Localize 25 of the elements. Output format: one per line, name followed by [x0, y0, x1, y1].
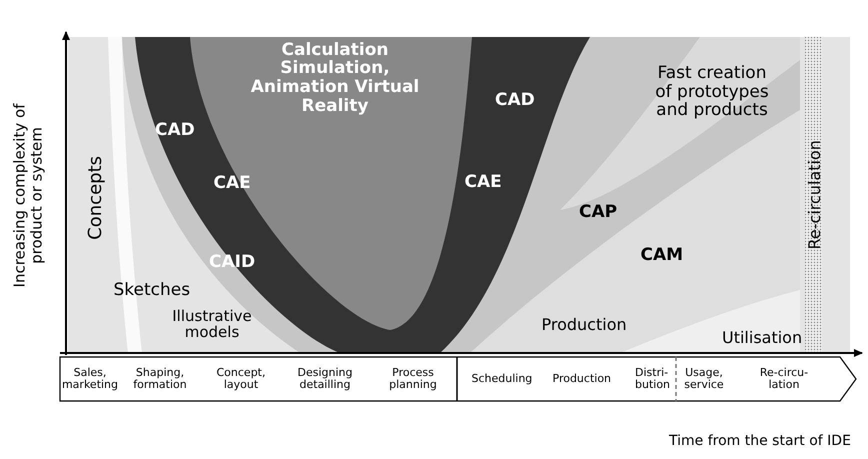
phase-label: Production	[552, 373, 612, 386]
region-label: Production	[542, 316, 627, 334]
tool-label: CAD	[495, 90, 535, 110]
phase-label: Designing detailling	[296, 367, 354, 392]
tool-label: CAP	[579, 202, 618, 222]
phase-label: Sales, marketing	[60, 367, 120, 392]
axis-title: Increasing complexity of product or system	[12, 102, 44, 289]
phase-label: Concept, layout	[216, 367, 266, 392]
phase-label: Re-circu- lation	[759, 367, 809, 392]
region-label: Concepts	[86, 156, 106, 240]
region-label: Sketches	[114, 280, 190, 300]
axis-title: Time from the start of IDE	[669, 434, 851, 449]
tool-label: CAM	[640, 246, 684, 264]
region-label: Calculation Simulation, Animation Virtual Reality	[250, 40, 420, 116]
region-label: Utilisation	[722, 329, 802, 347]
region-label: Fast creation of prototypes and products	[654, 64, 770, 120]
phase-label: Usage, service	[683, 367, 725, 392]
region-label: Illustrative models	[171, 308, 253, 340]
phase-label: Scheduling	[472, 373, 532, 386]
tool-label: CAE	[214, 174, 251, 192]
phase-label: Process planning	[388, 367, 438, 392]
phase-label: Shaping, formation	[132, 367, 188, 392]
tool-label: CAD	[155, 120, 195, 140]
tool-label: CAE	[464, 172, 502, 192]
region-label: Re-circulation	[805, 140, 823, 250]
